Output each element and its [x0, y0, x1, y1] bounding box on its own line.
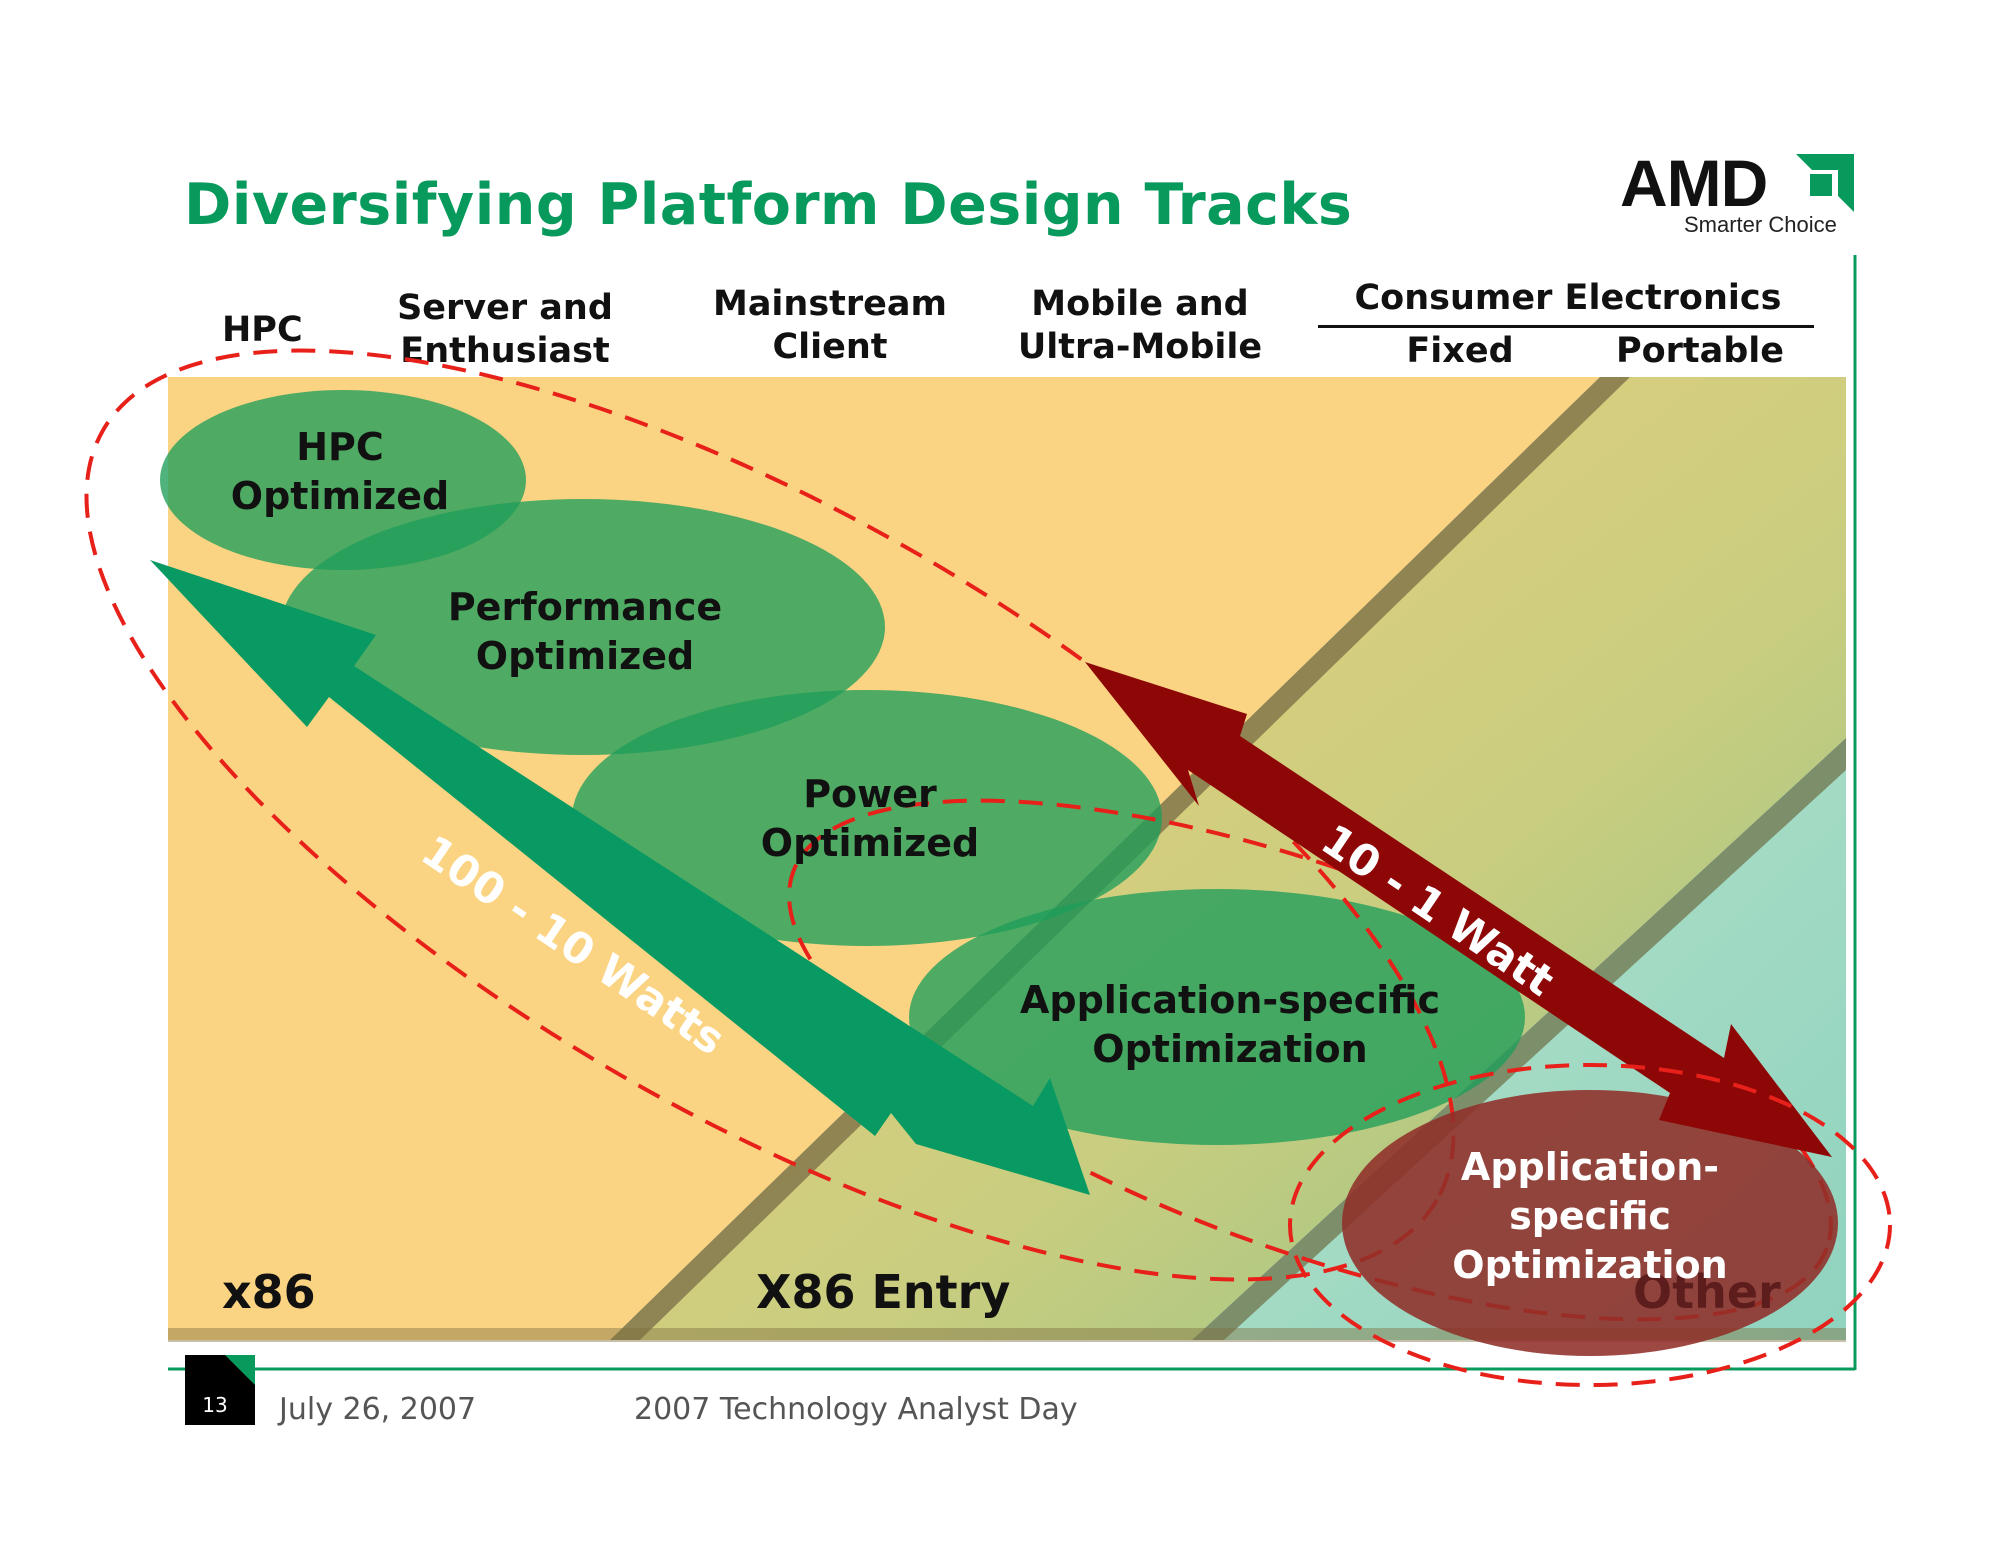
label-hpc-optimized-line2: Optimized: [230, 474, 450, 518]
column-header-server-line1: Server and: [397, 288, 613, 328]
column-header-hpc: HPC: [222, 310, 303, 350]
column-header-server: Server and Enthusiast: [390, 287, 620, 373]
label-hpc-optimized: HPC Optimized: [215, 423, 465, 521]
label-performance-optimized: Performance Optimized: [425, 583, 745, 681]
column-header-mobile: Mobile and Ultra-Mobile: [1010, 283, 1270, 369]
label-performance-optimized-line2: Optimized: [475, 634, 695, 678]
oval-performance-optimized: [281, 499, 885, 755]
page-number-badge: 13: [185, 1355, 255, 1425]
region-label-x86-entry: X86 Entry: [756, 1265, 1011, 1319]
label-power-optimized-line2: Optimized: [760, 821, 980, 865]
column-header-mobile-line2: Ultra-Mobile: [1017, 327, 1263, 367]
column-header-mainstream-line2: Client: [772, 327, 888, 367]
amd-logo: AMD Smarter Choice: [1620, 150, 1860, 240]
amd-wordmark: AMD: [1620, 146, 1768, 220]
label-power-optimized-line1: Power: [803, 772, 937, 816]
region-label-other: Other: [1633, 1265, 1781, 1319]
label-app-specific-other: Application- specific Optimization: [1410, 1143, 1770, 1290]
label-app-specific-other-line1: Application-: [1460, 1145, 1720, 1189]
region-label-x86: x86: [222, 1265, 316, 1319]
footer-event: 2007 Technology Analyst Day: [634, 1392, 1078, 1427]
green-watts-arrow: [150, 560, 1090, 1195]
column-header-server-line2: Enthusiast: [400, 331, 610, 371]
region-bottom-shadow: [168, 1328, 1846, 1342]
consumer-electronics-divider: [1318, 325, 1814, 328]
label-hpc-optimized-line1: HPC: [296, 425, 384, 469]
amd-tagline: Smarter Choice: [1684, 212, 1837, 237]
column-header-portable: Portable: [1615, 331, 1785, 371]
column-header-consumer-electronics: Consumer Electronics: [1354, 278, 1782, 318]
red-watt-arrow: [1085, 662, 1832, 1157]
label-app-specific-x86-line1: Application-specific: [1020, 978, 1440, 1022]
oval-app-specific-x86: [909, 889, 1525, 1145]
dashed-outline-other: [1288, 1063, 1892, 1387]
label-app-specific-x86-line2: Optimization: [1092, 1027, 1368, 1071]
slide-title: Diversifying Platform Design Tracks: [184, 172, 1353, 238]
label-app-specific-other-line3: Optimization: [1452, 1243, 1728, 1287]
page-badge-corner: [225, 1355, 255, 1385]
column-header-fixed: Fixed: [1406, 331, 1514, 371]
footer-date: July 26, 2007: [279, 1392, 477, 1427]
oval-app-specific-other: [1342, 1090, 1838, 1356]
label-app-specific-x86: Application-specific Optimization: [995, 976, 1465, 1074]
page-number: 13: [202, 1393, 228, 1417]
amd-arrow-icon: [1796, 154, 1854, 212]
column-header-mainstream: Mainstream Client: [705, 283, 955, 369]
label-app-specific-other-line2: specific: [1509, 1194, 1671, 1238]
label-performance-optimized-line1: Performance: [447, 585, 723, 629]
column-header-mainstream-line1: Mainstream: [712, 284, 947, 324]
column-header-mobile-line1: Mobile and: [1031, 284, 1249, 324]
label-power-optimized: Power Optimized: [735, 770, 1005, 868]
oval-power-optimized: [572, 690, 1162, 946]
